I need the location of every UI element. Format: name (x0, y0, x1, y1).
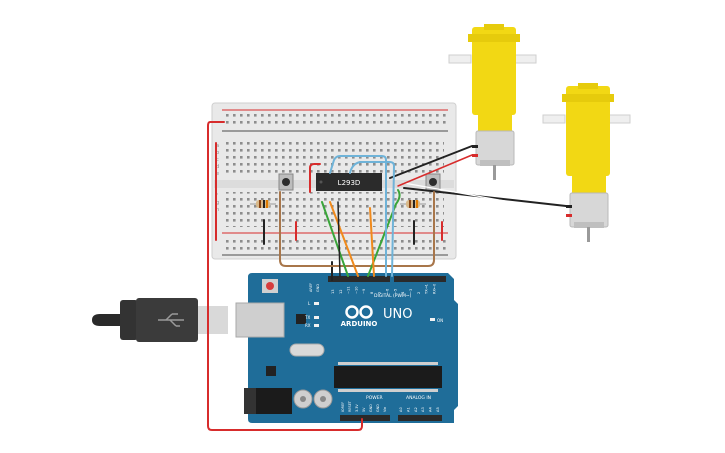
row-letter: g (216, 200, 219, 206)
resistor-right[interactable] (400, 200, 426, 208)
pin-label: 4 (401, 291, 405, 294)
power-rail-bottom (222, 236, 448, 252)
pin-label: 13 (331, 289, 335, 294)
dc-motor-1[interactable] (448, 24, 537, 180)
pin-label: GND (376, 404, 380, 412)
pin-label: ~10 (354, 286, 358, 294)
pin-label: ~5 (393, 289, 397, 294)
pin-label: ~11 (347, 286, 351, 294)
wire-brown[interactable] (279, 191, 435, 267)
dc-motor-2[interactable] (542, 83, 631, 242)
pin-label: A2 (414, 407, 418, 412)
push-button-left[interactable] (278, 173, 294, 191)
atmega-chip (334, 366, 442, 388)
wire-green[interactable] (367, 189, 401, 277)
analog-header (398, 415, 442, 421)
aref-label: AREF (309, 283, 313, 292)
pin-label: RX←0 (432, 283, 436, 294)
crystal (289, 343, 325, 357)
led-rx (314, 324, 319, 327)
wire-blue[interactable] (349, 161, 395, 277)
model-label: UNO (383, 307, 412, 322)
led-l-label: L (308, 301, 311, 306)
digital-header-right (394, 276, 446, 282)
row-letter: a (216, 143, 219, 149)
wire-white-motor2[interactable] (403, 182, 567, 213)
usb-jack (235, 302, 285, 338)
power-label: POWER (366, 395, 383, 401)
led-rx-label: RX (305, 323, 311, 328)
pin-label: 5V (362, 407, 366, 412)
pin-label: ~9 (362, 288, 366, 294)
row-letter: h (216, 207, 219, 213)
pin-label: A5 (436, 407, 440, 412)
pin-label: GND (369, 404, 373, 412)
resistor-left[interactable] (250, 200, 276, 208)
row-letter: d (216, 164, 219, 170)
pin-label: RESET (348, 400, 352, 412)
pin-label: ~6 (386, 288, 390, 294)
push-button-right[interactable] (425, 173, 441, 191)
led-on-label: ON (437, 318, 443, 323)
brand-label: ARDUINO (341, 320, 378, 328)
pin-label: 2 (417, 292, 421, 294)
digital-label: DIGITAL (PWM~) (374, 293, 412, 299)
pin-label: Vin (383, 407, 387, 412)
l293d-chip[interactable]: L293D (316, 173, 382, 191)
led-tx-label: TX (304, 315, 310, 320)
row-letter: b (216, 150, 219, 156)
usb-cable[interactable] (92, 298, 228, 342)
gnd-label: GND (316, 284, 320, 292)
wire-green[interactable] (321, 201, 349, 277)
wire-black-board[interactable] (337, 201, 341, 277)
arduino-logo-icon (345, 305, 373, 319)
power-rail-top (222, 112, 448, 128)
wire-orange[interactable] (369, 207, 375, 277)
row-letter: e (216, 171, 219, 177)
wire-red-chip[interactable] (309, 163, 321, 193)
pin-label: ~3 (409, 289, 413, 294)
wire-orange[interactable] (329, 201, 359, 277)
pin-label: TX→1 (425, 284, 429, 295)
analog-label: ANALOG IN (406, 395, 431, 401)
pin-label: A4 (429, 407, 433, 412)
pin-label: 3.3V (355, 404, 359, 412)
pin-label: 8 (370, 291, 374, 294)
pin-label: A0 (399, 407, 403, 412)
power-header (340, 415, 390, 421)
led-tx (314, 316, 319, 319)
chip-label: L293D (338, 179, 361, 187)
wire-blue[interactable] (329, 155, 387, 277)
wire-black-motor1[interactable] (389, 145, 473, 179)
row-letter: c (216, 157, 219, 163)
pin-label: A3 (421, 407, 425, 412)
pin-label: A1 (406, 407, 410, 412)
led-on (430, 318, 435, 321)
wire-red-5v[interactable] (207, 121, 363, 431)
pin-label: 12 (339, 289, 343, 294)
pin-label: 7 (378, 292, 382, 294)
pin-label: IOREF (341, 402, 345, 412)
digital-header-left (328, 276, 390, 282)
usb-icon (158, 313, 184, 327)
led-l (314, 302, 319, 305)
terminal-strip-bottom (226, 192, 444, 227)
wire-red-motor1[interactable] (397, 154, 473, 187)
